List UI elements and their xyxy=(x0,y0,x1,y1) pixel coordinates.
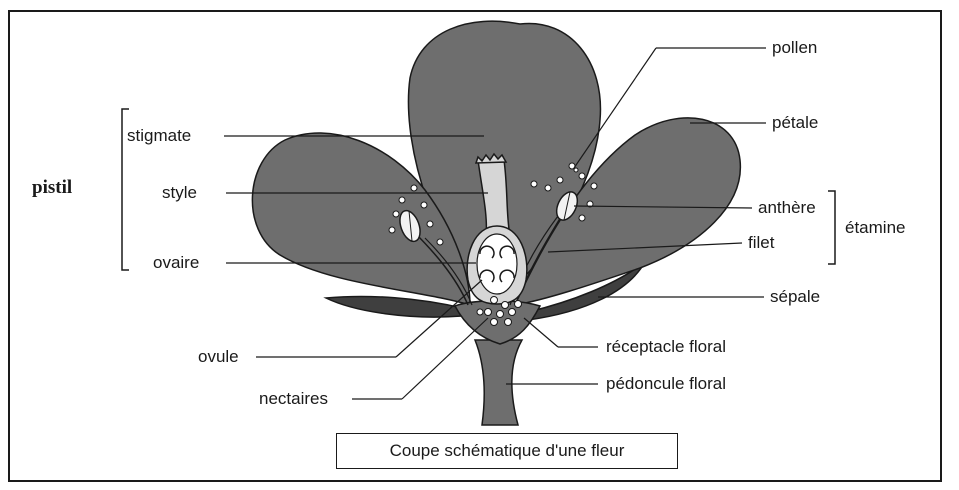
sepal-left xyxy=(326,296,462,317)
label-etamine: étamine xyxy=(845,219,905,236)
label-stigmate: stigmate xyxy=(127,127,191,144)
label-pistil: pistil xyxy=(32,178,72,197)
label-filet: filet xyxy=(748,234,774,251)
label-pollen: pollen xyxy=(772,39,817,56)
leader-nectaires-diag xyxy=(402,318,488,399)
label-ovaire: ovaire xyxy=(153,254,199,271)
label-petale: pétale xyxy=(772,114,818,131)
ovary-cavity xyxy=(477,234,517,294)
label-nectaires: nectaires xyxy=(259,390,328,407)
diagram-caption: Coupe schématique d'une fleur xyxy=(336,433,678,469)
label-pedoncule: pédoncule floral xyxy=(606,375,726,392)
label-style: style xyxy=(162,184,197,201)
leader-receptacle-diag xyxy=(524,318,558,347)
label-anthere: anthère xyxy=(758,199,816,216)
label-sepale: sépale xyxy=(770,288,820,305)
peduncle xyxy=(475,340,522,425)
label-ovule: ovule xyxy=(198,348,239,365)
label-receptacle: réceptacle floral xyxy=(606,338,726,355)
bracket-etamine xyxy=(828,191,835,264)
